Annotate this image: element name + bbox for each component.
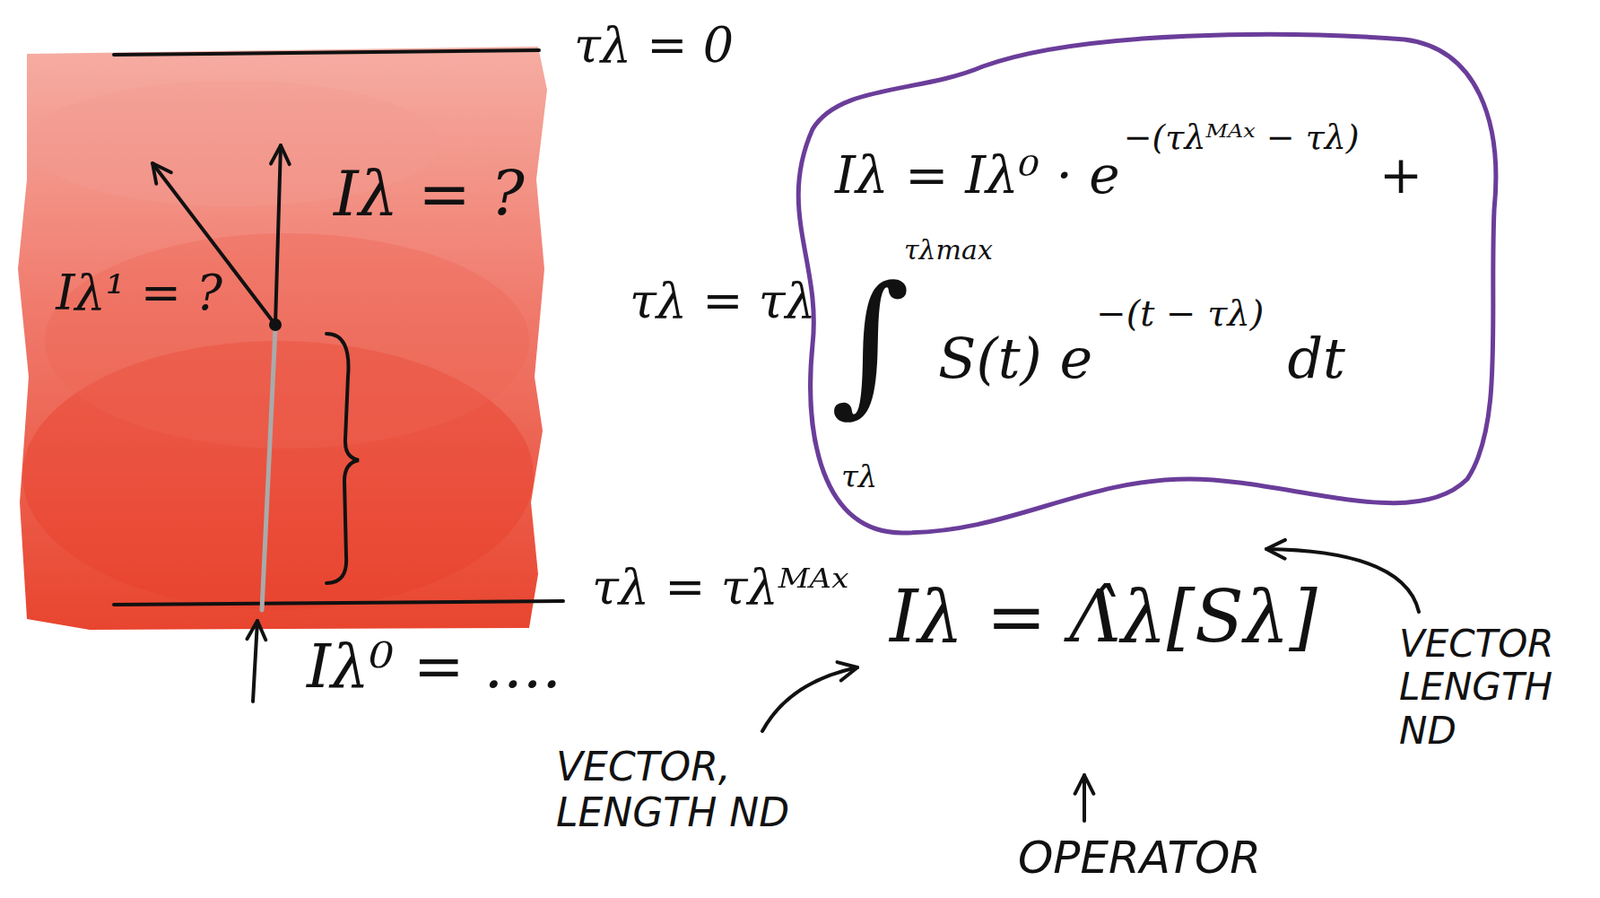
cloud-outline [798, 34, 1496, 533]
integral-limit: τλmax [904, 234, 993, 267]
depth-label: τλ = 0 [573, 17, 734, 74]
boundary-condition: Iλ⁰ = .... [306, 631, 562, 702]
slab-shading [44, 233, 530, 449]
formula-term: S(t) e [938, 326, 1093, 391]
depth-label: τλ = τλᴹᴬˣ [591, 559, 849, 616]
annotation: OPERATOR [1017, 832, 1261, 885]
cloud-box: Iλ = Iλ⁰ · e−(τλᴹᴬˣ − τλ) + τλmax∫ τλ S(t) e… [785, 30, 1501, 541]
absorbing-slab [17, 46, 548, 630]
intensity-arrow [275, 145, 281, 325]
annotation: VECTOR LENGTH ND [1399, 622, 1590, 753]
depth-label: τλ = τλ [629, 273, 817, 330]
ray-path [261, 328, 276, 610]
exponent: −(t − τλ) [1095, 292, 1264, 334]
plus-sign: + [1379, 145, 1424, 206]
integral-limit: τλ [841, 459, 878, 495]
integral-sign: ∫ [830, 265, 911, 418]
operator-equation: Iλ = Λ̂λ[Sλ] [889, 575, 1318, 659]
leader-arrow [1082, 774, 1087, 821]
curly-bracket [326, 333, 359, 583]
leader-arrow [762, 667, 858, 731]
annotation: VECTOR, LENGTH ND [556, 744, 853, 835]
formula-term: Iλ = Iλ⁰ · e [834, 145, 1121, 206]
exponent: −(τλᴹᴬˣ − τλ) [1123, 118, 1360, 158]
slab-bottom-boundary [113, 600, 564, 605]
incident-arrow [252, 620, 258, 702]
depth-point [269, 318, 282, 331]
intensity-label: Iλ¹ = ? [55, 265, 223, 322]
differential: dt [1286, 326, 1346, 391]
slab-top-boundary [113, 50, 540, 55]
intensity-label: Iλ = ? [333, 157, 525, 231]
